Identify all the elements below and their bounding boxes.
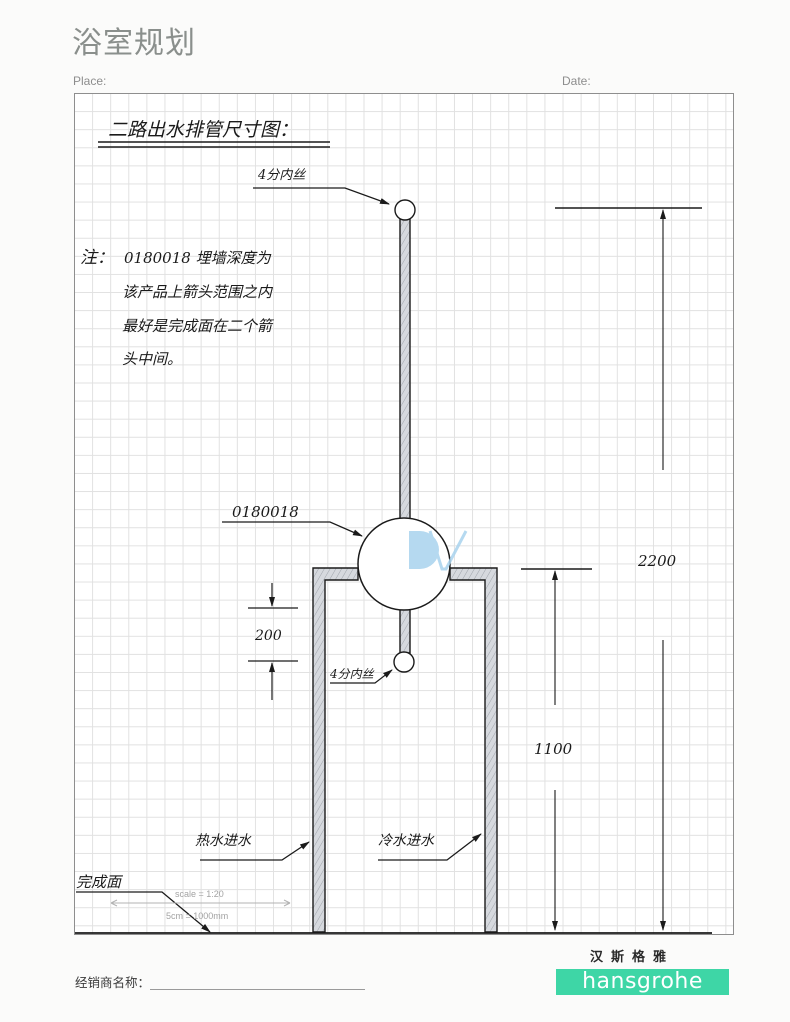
note-line-4: 头中间。 [122,350,182,368]
dealer-name-field[interactable] [150,989,365,990]
date-label: Date: [562,74,591,88]
hot-water-pipe [312,567,359,933]
hansgrohe-logo: hansgrohe [556,969,729,995]
note-line-3: 最好是完成面在二个箭 [122,317,275,335]
top-outlet-leader [253,187,390,205]
valve-leader [222,521,363,537]
note-prefix: 注： [80,248,114,268]
finished-floor-label: 完成面 [76,873,124,891]
valve-height-dimension: 1100 [521,568,592,931]
lower-pipe [399,604,411,654]
diagram-heading: 二路出水排管尺寸图： [108,119,298,141]
hot-water-leader [200,841,310,861]
embed-range-value: 200 [254,628,282,644]
hot-water-label: 热水进水 [195,833,252,849]
note-line-2: 该产品上箭头范围之内 [122,283,274,301]
valve-model-label: 0180018 [232,503,299,521]
scale-conversion: 5cm = 1000mm [166,911,228,921]
brand-name-chinese: 汉斯格雅 [590,950,675,965]
bottom-outlet-leader [330,669,393,684]
scale-ratio: scale = 1:20 [175,889,224,899]
bottom-outlet-fitting [393,651,415,673]
valve-height-value: 1100 [534,740,573,758]
grid-sheet [74,93,734,935]
embed-range-dimension: 200 [248,583,298,700]
cold-water-label: 冷水进水 [378,833,435,849]
top-outlet-label: 4分内丝 [257,168,307,183]
dealer-name-label: 经销商名称： [75,975,151,990]
total-height-value: 2200 [637,552,677,570]
page-title: 浴室规划 [72,26,196,61]
watermark-logo [409,530,468,571]
bottom-outlet-label: 4分内丝 [329,667,375,681]
total-height-dimension: 2200 [555,207,702,931]
note-line-1: 0180018 埋墙深度为 [124,249,272,267]
upper-pipe [399,218,411,525]
mixer-valve-body [357,517,451,611]
place-label: Place: [73,74,107,88]
finished-floor-leader [76,891,211,933]
cold-water-leader [378,833,482,861]
scale-indicator: scale = 1:20 5cm = 1000mm [110,889,291,921]
cold-water-pipe [449,567,498,933]
installation-note: 注： 0180018 埋墙深度为 该产品上箭头范围之内 最好是完成面在二个箭 头… [80,248,275,368]
top-outlet-fitting [394,199,416,221]
